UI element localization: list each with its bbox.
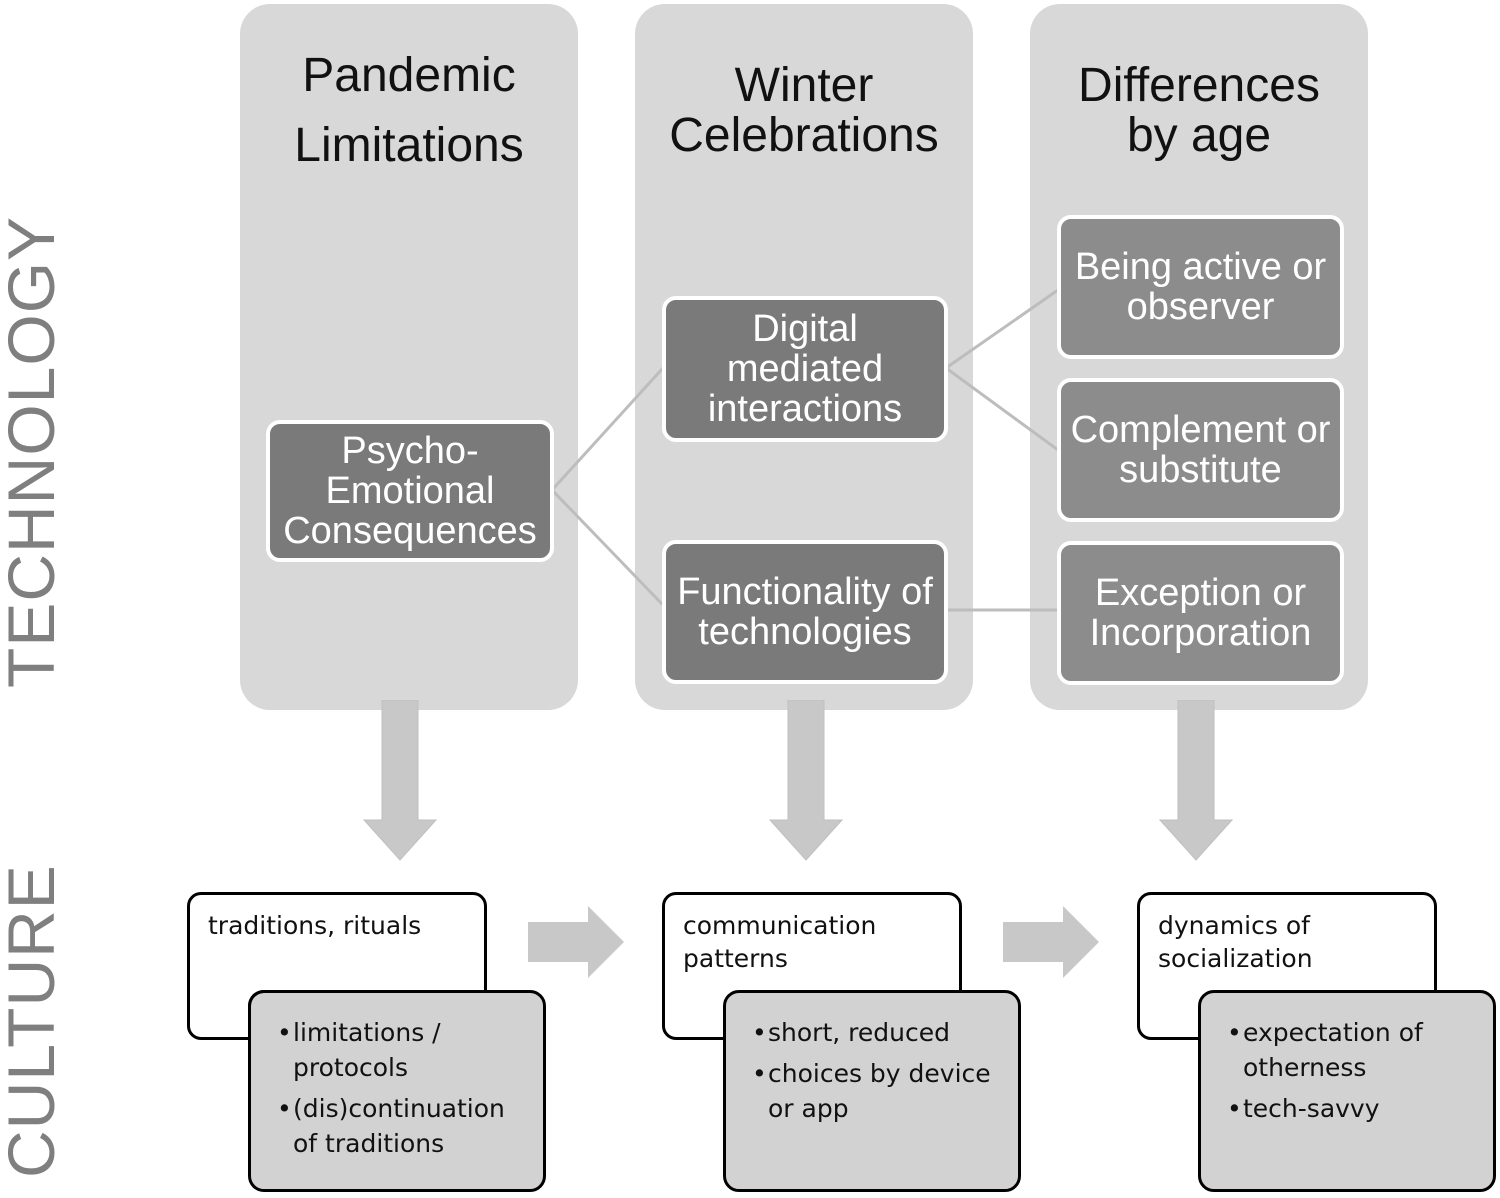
bullet-line: short, reduced (768, 1018, 950, 1047)
culture-bullet: choices by device or app (752, 1056, 1006, 1126)
culture-heading-line: communication (683, 911, 877, 940)
culture-heading-line: socialization (1158, 944, 1313, 973)
box-digital-mediated: Digital mediated interactions (662, 296, 948, 442)
box-exception-incorporation: Exception or Incorporation (1057, 541, 1344, 685)
column-title-line: Differences (1078, 59, 1320, 112)
connector-psycho-functionality (550, 488, 665, 607)
box-text-line: Being active or (1074, 246, 1327, 288)
bullet-line: otherness (1243, 1053, 1367, 1082)
down-arrow-icon (1158, 700, 1234, 861)
box-text-line: Exception or (1094, 572, 1307, 614)
culture-heading-line: patterns (683, 944, 788, 973)
box-text-line: Consequences (283, 510, 537, 552)
box-text-line: Digital (752, 308, 858, 350)
box-text-line: interactions (707, 388, 903, 430)
column-title-line: Celebrations (669, 109, 939, 162)
box-text-line: Functionality of (677, 571, 933, 613)
column-title-line: Pandemic (302, 49, 516, 102)
connector-digital-active (945, 288, 1059, 370)
bullet-line: limitations / (293, 1018, 441, 1047)
box-text-line: substitute (1119, 449, 1282, 491)
column-title-line: Limitations (294, 119, 524, 172)
culture-detail-box: expectation of otherness tech-savvy (1198, 990, 1496, 1192)
column-title: Differences by age (1030, 61, 1368, 161)
culture-heading-line: traditions, rituals (208, 911, 422, 940)
column-pandemic-limitations: Pandemic Limitations (240, 4, 578, 710)
culture-bullet: expectation of otherness (1227, 1015, 1481, 1085)
culture-detail-box: short, reduced choices by device or app (723, 990, 1021, 1192)
culture-bullet: limitations / protocols (277, 1015, 531, 1085)
box-text-line: technologies (698, 611, 912, 653)
bullet-line: of traditions (293, 1129, 445, 1158)
column-title-line: by age (1126, 109, 1272, 162)
box-text-line: Complement or (1070, 409, 1331, 451)
down-arrow-icon (362, 700, 438, 861)
box-text-line: mediated (726, 348, 884, 390)
bullet-line: expectation of (1243, 1018, 1423, 1047)
bullet-line: choices by device (768, 1059, 991, 1088)
right-arrow-icon (528, 906, 624, 978)
column-title: Winter Celebrations (635, 61, 973, 161)
connector-digital-complement (945, 366, 1059, 452)
bullet-line: (dis)continuation (293, 1094, 505, 1123)
box-complement-substitute: Complement or substitute (1057, 378, 1344, 522)
column-title-line: Winter (734, 59, 874, 112)
box-active-observer: Being active or observer (1057, 215, 1344, 359)
down-arrow-icon (768, 700, 844, 861)
culture-heading-line: dynamics of (1158, 911, 1310, 940)
box-text-line: Emotional (325, 470, 495, 512)
bullet-line: or app (768, 1094, 849, 1123)
culture-bullet: tech-savvy (1227, 1091, 1481, 1126)
right-arrow-icon (1003, 906, 1099, 978)
box-text-line: Incorporation (1089, 612, 1312, 654)
culture-bullet: (dis)continuation of traditions (277, 1091, 531, 1161)
box-functionality: Functionality of technologies (662, 540, 948, 684)
column-title: Pandemic Limitations (240, 51, 578, 171)
connector-psycho-digital (550, 366, 665, 492)
culture-detail-box: limitations / protocols (dis)continuatio… (248, 990, 546, 1192)
culture-bullet: short, reduced (752, 1015, 1006, 1050)
box-text-line: Psycho- (341, 430, 479, 472)
box-text-line: observer (1126, 286, 1275, 328)
bullet-line: protocols (293, 1053, 409, 1082)
bullet-line: tech-savvy (1243, 1094, 1380, 1123)
box-psycho-emotional: Psycho- Emotional Consequences (266, 420, 554, 562)
